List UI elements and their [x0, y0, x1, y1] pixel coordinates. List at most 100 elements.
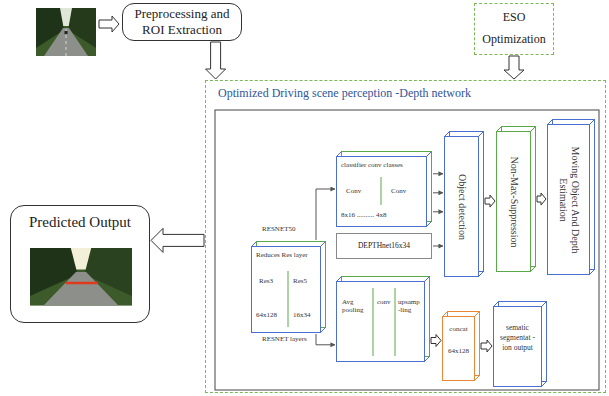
box-outline: [336, 276, 430, 362]
photo-ground: [30, 248, 132, 306]
box-edge: [479, 272, 484, 277]
connector-line: [433, 173, 443, 174]
box-label: Res3: [259, 277, 273, 285]
box-front: [337, 157, 427, 227]
box-edge: [337, 277, 342, 282]
box-edge: [321, 242, 326, 247]
box-label: Conv: [346, 187, 361, 195]
box-edge: [425, 357, 430, 362]
box-label: ESO Optimization: [481, 7, 547, 50]
photo-road: [44, 272, 119, 306]
box-front: [548, 125, 590, 275]
box-edge: [590, 120, 595, 125]
region-title: Optimized Driving scene perception -Dept…: [218, 87, 471, 101]
box-label: Preprocessing and ROI Extraction: [129, 6, 235, 37]
box-edge: [590, 270, 595, 275]
box-label: Non-Max-Suppression: [508, 136, 520, 267]
flow-arrow: [485, 195, 495, 207]
segmentation-head: Avg pooling conv upsamp -ling: [336, 276, 430, 362]
flow-arrow: [206, 42, 226, 79]
input-arrow: [99, 16, 119, 32]
flow-arrow: [151, 228, 204, 252]
detection-stage: Object detection: [444, 131, 484, 277]
box-edge: [381, 177, 382, 205]
depth-block: DEPTHnet16x34: [336, 233, 432, 259]
suppression-stage: Non-Max-Suppression: [496, 126, 536, 272]
output-box: Predicted Output: [10, 205, 150, 323]
classifier-block: classifier conv classesConv Conv 8x16 ....…: [336, 151, 432, 227]
estimation-stage: Moving Object And Depth Estimation: [547, 119, 595, 275]
box-edge: [548, 120, 553, 125]
photo-ground: [36, 8, 96, 56]
box-label: conv: [377, 298, 393, 306]
box-edge: [337, 152, 342, 157]
box-label: classifier conv classes: [341, 161, 423, 169]
box-edge: [427, 152, 432, 157]
backbone-label: RESNET50: [262, 226, 295, 234]
resnet-block: Reduces Res layerRes3 Res5 64x128 16x34: [251, 241, 326, 333]
connector-line: [316, 189, 335, 240]
photo-road: [44, 28, 88, 56]
photo-car: [65, 31, 68, 34]
box-edge: [542, 382, 547, 387]
detection-line: [66, 282, 98, 285]
box-front: [337, 282, 425, 362]
box-front: [497, 132, 531, 272]
flow-arrow: [537, 193, 546, 205]
backbone-label: RESNET layers: [262, 336, 307, 344]
connector-line: [433, 246, 443, 247]
connector-line: [433, 211, 443, 212]
box-edge: [475, 376, 480, 381]
box-edge: [531, 127, 536, 132]
input-photo: [36, 8, 96, 56]
box-label: DEPTHnet16x34: [358, 242, 410, 250]
box-label: Moving Object And Depth Estimation: [557, 129, 581, 270]
box-edge: [252, 242, 257, 247]
box-front: [445, 137, 479, 277]
box-edge: [395, 288, 396, 356]
flow-arrow: [481, 340, 492, 352]
box-label: upsamp -ling: [398, 298, 423, 314]
box-label: Avg pooling: [342, 298, 370, 314]
box-edge: [479, 132, 484, 137]
box-label: Predicted Output: [11, 214, 149, 231]
process-box: Preprocessing and ROI Extraction: [122, 3, 242, 41]
box-front: [252, 247, 321, 333]
box-edge: [427, 222, 432, 227]
box-label: concat: [444, 325, 473, 333]
box-edge: [445, 132, 450, 137]
box-edge: [497, 127, 502, 132]
box-label: Reduces Res layer: [256, 251, 318, 259]
box-label: Object detection: [456, 141, 468, 272]
road-marking: [66, 29, 67, 56]
box-edge: [494, 302, 499, 307]
box-outline: [442, 311, 480, 381]
box-edge: [425, 277, 430, 282]
box-label: Res5: [293, 277, 307, 285]
box-edge: [288, 271, 289, 327]
box-front: [443, 317, 475, 381]
box-edge: [475, 312, 480, 317]
box-label: 16x34: [293, 311, 311, 319]
box-edge: [321, 328, 326, 333]
segmentation-output: sematic segmentat -ion output: [493, 301, 547, 387]
box-front: [494, 307, 542, 387]
box-label: 64x128: [444, 347, 473, 355]
concat-block: concat 64x128: [442, 311, 480, 381]
box-label: 8x16 .......... 4x8: [341, 211, 387, 219]
box-edge: [531, 267, 536, 272]
network-region: Optimized Driving scene perception -Dept…: [205, 80, 606, 393]
optimizer-box: ESO Optimization: [474, 3, 554, 55]
flow-arrow: [504, 56, 524, 79]
network-panel: [215, 110, 599, 390]
box-edge: [443, 312, 448, 317]
box-label: 64x128: [256, 311, 277, 319]
box-edge: [542, 302, 547, 307]
box-label: sematic segmentat -ion output: [496, 323, 539, 352]
flow-arrow: [431, 335, 441, 347]
connector-line: [316, 334, 335, 345]
box-edge: [373, 288, 374, 356]
connector-line: [433, 192, 443, 193]
box-label: Conv: [391, 187, 406, 195]
